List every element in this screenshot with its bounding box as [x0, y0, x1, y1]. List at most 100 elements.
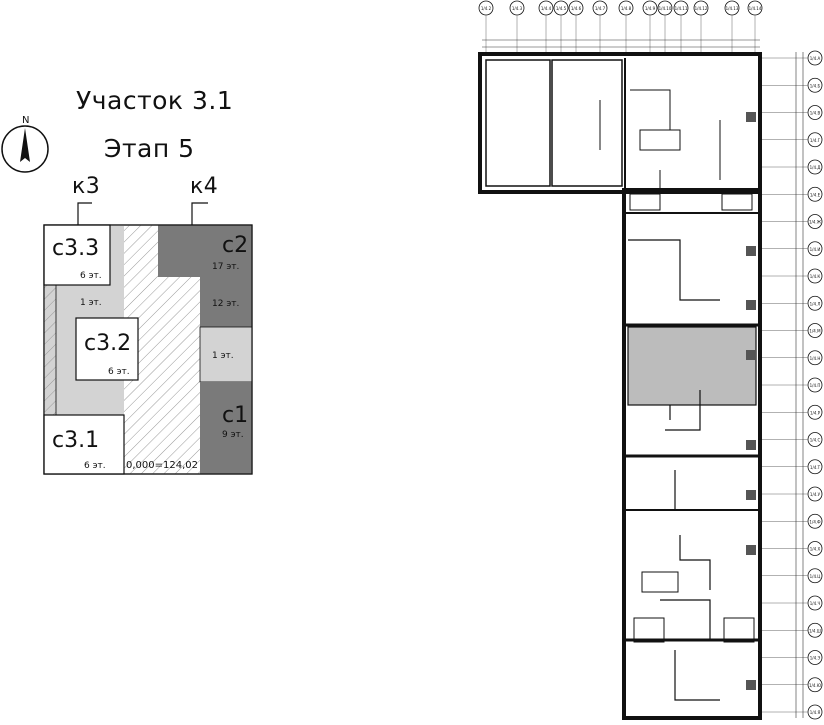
- section-c32-name: с3.2: [84, 331, 131, 356]
- right-axis-mark: 1/4.Э: [807, 650, 823, 665]
- svg-text:1/4.2: 1/4.2: [481, 6, 492, 11]
- right-axis-marks: 1/4.A 1/4.Б 1/4.В 1/4.Г 1/4.Д 1/4.Е 1/4.Ж 1/4.И…: [760, 50, 823, 720]
- top-axis-mark: 1/4.5: [553, 0, 569, 16]
- svg-text:1/4.Ш: 1/4.Ш: [809, 628, 821, 633]
- svg-text:1/4.Ч: 1/4.Ч: [810, 601, 821, 606]
- right-axis-mark: 1/4.Е: [807, 186, 823, 202]
- top-axis-mark: 1/4.2: [478, 0, 494, 16]
- svg-text:1/4.6: 1/4.6: [571, 6, 582, 11]
- top-axis-mark: 1/4.13: [724, 0, 740, 16]
- svg-text:1/4.3: 1/4.3: [512, 6, 523, 11]
- svg-text:1/4.5: 1/4.5: [556, 6, 567, 11]
- right-axis-mark: 1/4.П: [807, 377, 823, 393]
- right-axis-mark: 1/4.Д: [807, 159, 823, 175]
- top-axis-mark: 1/4.4: [538, 0, 554, 16]
- svg-text:1/4.Ю: 1/4.Ю: [809, 683, 822, 688]
- section-c1-block: [200, 382, 252, 474]
- svg-text:1/4.У: 1/4.У: [810, 492, 821, 497]
- section-c1-name: с1: [222, 403, 248, 428]
- right-axis-mark: 1/4.С: [807, 432, 823, 447]
- svg-text:1/4.Р: 1/4.Р: [810, 410, 821, 415]
- stage-title: Этап 5: [104, 134, 195, 163]
- svg-text:1/4.Э: 1/4.Э: [810, 656, 821, 661]
- elevation-mark: 0,000=124,02: [126, 460, 198, 471]
- svg-text:1/4.4: 1/4.4: [541, 6, 552, 11]
- right-axis-mark: 1/4.Ф: [807, 513, 823, 529]
- svg-text:1/4.М: 1/4.М: [809, 329, 821, 334]
- svg-text:1/4.8: 1/4.8: [621, 6, 632, 11]
- top-axis-mark: 1/4.9: [642, 0, 658, 16]
- compass-label: N: [22, 115, 29, 126]
- svg-text:1/4.Д: 1/4.Д: [810, 165, 821, 170]
- section-c1-floors: 9 эт.: [222, 430, 244, 440]
- svg-text:1/4.Н: 1/4.Н: [810, 356, 821, 361]
- top-axis-mark: 1/4.14: [747, 0, 763, 16]
- svg-text:1/4.Ц: 1/4.Ц: [810, 574, 821, 579]
- svg-text:1/4.К: 1/4.К: [810, 274, 821, 279]
- svg-text:1/4.7: 1/4.7: [595, 6, 606, 11]
- right-axis-mark: 1/4.Г: [807, 132, 823, 148]
- top-axis-mark: 1/4.12: [693, 0, 709, 16]
- svg-text:1/4.Г: 1/4.Г: [810, 138, 821, 143]
- svg-text:1/4.Ф: 1/4.Ф: [809, 519, 821, 524]
- right-axis-mark: 1/4.Ш: [807, 622, 823, 638]
- svg-text:1/4.Я: 1/4.Я: [810, 710, 821, 715]
- svg-text:1/4.14: 1/4.14: [749, 6, 762, 11]
- section-c32-block: [75, 317, 139, 381]
- right-axis-mark: 1/4.Л: [807, 295, 823, 311]
- right-axis-mark: 1/4.Ч: [807, 595, 823, 611]
- right-axis-mark: 1/4.Ю: [807, 677, 823, 693]
- svg-text:1/4.С: 1/4.С: [810, 438, 821, 443]
- vertical-wing-wall: [622, 188, 762, 720]
- svg-text:1/4.Т: 1/4.Т: [810, 465, 821, 470]
- section-scheme: с3.3 6 эт. с3.2 6 эт. с3.1 6 эт. с2 17 э…: [43, 202, 253, 475]
- right-axis-mark: 1/4.Б: [807, 77, 823, 93]
- north-compass-icon: N: [1, 115, 49, 173]
- svg-text:1/4.Ж: 1/4.Ж: [809, 220, 822, 225]
- right-axis-mark: 1/4.М: [807, 323, 823, 338]
- svg-text:1/4.Б: 1/4.Б: [810, 83, 821, 88]
- svg-text:1/4.12: 1/4.12: [695, 6, 708, 11]
- right-axis-mark: 1/4.К: [807, 268, 823, 284]
- top-axis-mark: 1/4.3: [509, 0, 525, 16]
- section-c33-floors: 6 эт.: [80, 271, 102, 281]
- section-c2-name: с2: [222, 233, 248, 258]
- svg-text:1/4.Е: 1/4.Е: [810, 192, 821, 197]
- floor-plan: 1/4.2 1/4.3 1/4.4 1/4.5 1/4.6 1/4.7 1/4.8 1/4.9…: [478, 0, 823, 720]
- section-c32-floors: 6 эт.: [108, 367, 130, 377]
- section-c33-block: [43, 224, 111, 286]
- section-c31-name: с3.1: [52, 428, 99, 453]
- right-axis-mark: 1/4.В: [807, 105, 823, 120]
- right-axis-mark: 1/4.Т: [807, 459, 823, 475]
- svg-text:1/4.И: 1/4.И: [810, 247, 821, 252]
- section-c2-block: [158, 225, 252, 277]
- left-1fl-floors: 1 эт.: [80, 298, 102, 308]
- right-axis-mark: 1/4.A: [807, 50, 823, 66]
- section-c31-floors: 6 эт.: [84, 461, 106, 471]
- section-1fl-floors: 1 эт.: [212, 351, 234, 361]
- svg-text:1/4.П: 1/4.П: [810, 383, 821, 388]
- svg-text:1/4.В: 1/4.В: [810, 111, 821, 116]
- section-c2-floors: 17 эт.: [212, 262, 239, 272]
- svg-text:1/4.Л: 1/4.Л: [810, 301, 821, 306]
- highlighted-premises: [627, 326, 757, 406]
- corpus-label-k4: к4: [190, 174, 219, 199]
- right-axis-mark: 1/4.Ц: [807, 568, 823, 584]
- right-axis-mark: 1/4.У: [807, 486, 823, 502]
- svg-text:1/4.Х: 1/4.Х: [810, 547, 821, 552]
- svg-text:1/4.11: 1/4.11: [675, 6, 688, 11]
- right-axis-mark: 1/4.Н: [807, 350, 823, 366]
- section-12fl-floors: 12 эт.: [212, 299, 239, 309]
- section-12fl-block: [200, 277, 252, 327]
- right-axis-mark: 1/4.Ж: [807, 214, 823, 229]
- top-axis-mark: 1/4.7: [592, 0, 608, 16]
- site-title: Участок 3.1: [76, 86, 234, 115]
- svg-text:1/4.13: 1/4.13: [726, 6, 739, 11]
- right-axis-mark: 1/4.Р: [807, 404, 823, 420]
- top-axis-marks: 1/4.2 1/4.3 1/4.4 1/4.5 1/4.6 1/4.7 1/4.8 1/4.9…: [478, 0, 763, 54]
- svg-text:1/4.A: 1/4.A: [810, 56, 821, 61]
- right-axis-mark: 1/4.Я: [807, 704, 823, 720]
- top-axis-mark: 1/4.6: [568, 0, 584, 16]
- svg-text:1/4.9: 1/4.9: [645, 6, 656, 11]
- svg-text:1/4.10: 1/4.10: [659, 6, 672, 11]
